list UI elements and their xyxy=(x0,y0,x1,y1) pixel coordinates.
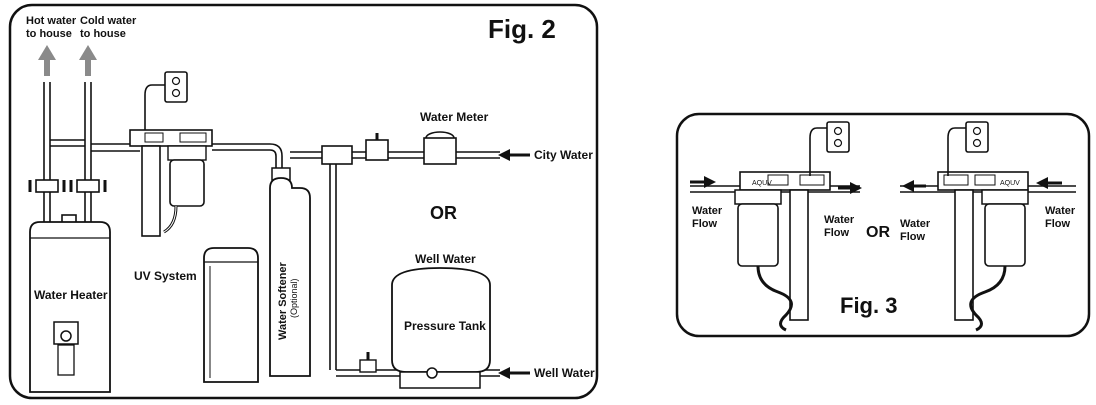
fig2-or-label: OR xyxy=(430,203,457,223)
uv-system-label: UV System xyxy=(134,269,197,283)
brine-tank xyxy=(203,247,259,383)
fig3-right-unit xyxy=(900,121,1076,332)
water-heater-label: Water Heater xyxy=(34,288,108,302)
fig3-brand-left: AQUV xyxy=(752,180,772,187)
hot-up-arrow-icon xyxy=(38,45,56,76)
fig3-or-label: OR xyxy=(866,224,890,241)
fig3-brand-right: AQUV xyxy=(1000,180,1020,187)
hot-water-label-1: Hot water xyxy=(26,15,77,27)
well-water-top-label: Well Water xyxy=(415,252,476,266)
fig3-title: Fig. 3 xyxy=(840,293,897,318)
cold-water-label-2: to house xyxy=(80,28,126,40)
fig3-left-out-arrowhead-icon xyxy=(850,182,862,194)
cold-water-label-1: Cold water xyxy=(80,15,137,27)
fig3-right-in-label-1: Water xyxy=(1045,205,1076,217)
cold-valve-icon xyxy=(69,179,107,193)
fig3-panel: AQUV Water Flow Water Flow OR AQUV xyxy=(675,112,1091,338)
outlet-icon xyxy=(164,71,188,103)
fig3-right-out-label-1: Water xyxy=(900,218,931,230)
fig3-right-out-label-2: Flow xyxy=(900,231,925,243)
city-water-label: City Water xyxy=(534,148,593,162)
fig3-left-unit xyxy=(690,121,860,332)
fig3-right-in-arrowhead-icon xyxy=(1036,177,1048,189)
water-heater xyxy=(29,214,111,393)
fig3-left-out-label-1: Water xyxy=(824,214,855,226)
water-softener xyxy=(269,167,311,377)
city-water-arrowhead-icon xyxy=(498,149,510,161)
pressure-tank-label: Pressure Tank xyxy=(404,319,486,333)
pressure-tank xyxy=(359,267,491,389)
fig3-right-in-label-2: Flow xyxy=(1045,218,1070,230)
hot-water-label-2: to house xyxy=(26,28,72,40)
fig3-frame xyxy=(675,112,1091,338)
water-meter xyxy=(321,131,457,165)
fig3-right-out-arrowhead-icon xyxy=(902,180,914,192)
fig3-left-out-label-2: Flow xyxy=(824,227,849,239)
fig2-panel: Fig. 2 Hot water to house Cold water to … xyxy=(8,3,599,400)
uv-system xyxy=(129,84,213,237)
water-meter-label: Water Meter xyxy=(420,110,489,124)
fig3-left-in-label-1: Water xyxy=(692,205,723,217)
fig2-title: Fig. 2 xyxy=(488,14,556,44)
fig3-left-in-label-2: Flow xyxy=(692,218,717,230)
fig3-left-in-arrowhead-icon xyxy=(704,176,716,188)
hot-valve-icon xyxy=(28,179,66,193)
heater-pipes xyxy=(43,82,140,225)
well-water-bottom-label: Well Water xyxy=(534,366,595,380)
well-water-arrowhead-icon xyxy=(498,367,510,379)
water-softener-label: Water Softener xyxy=(277,261,289,340)
water-softener-optional: (Optional) xyxy=(289,278,299,318)
cold-up-arrow-icon xyxy=(79,45,97,76)
